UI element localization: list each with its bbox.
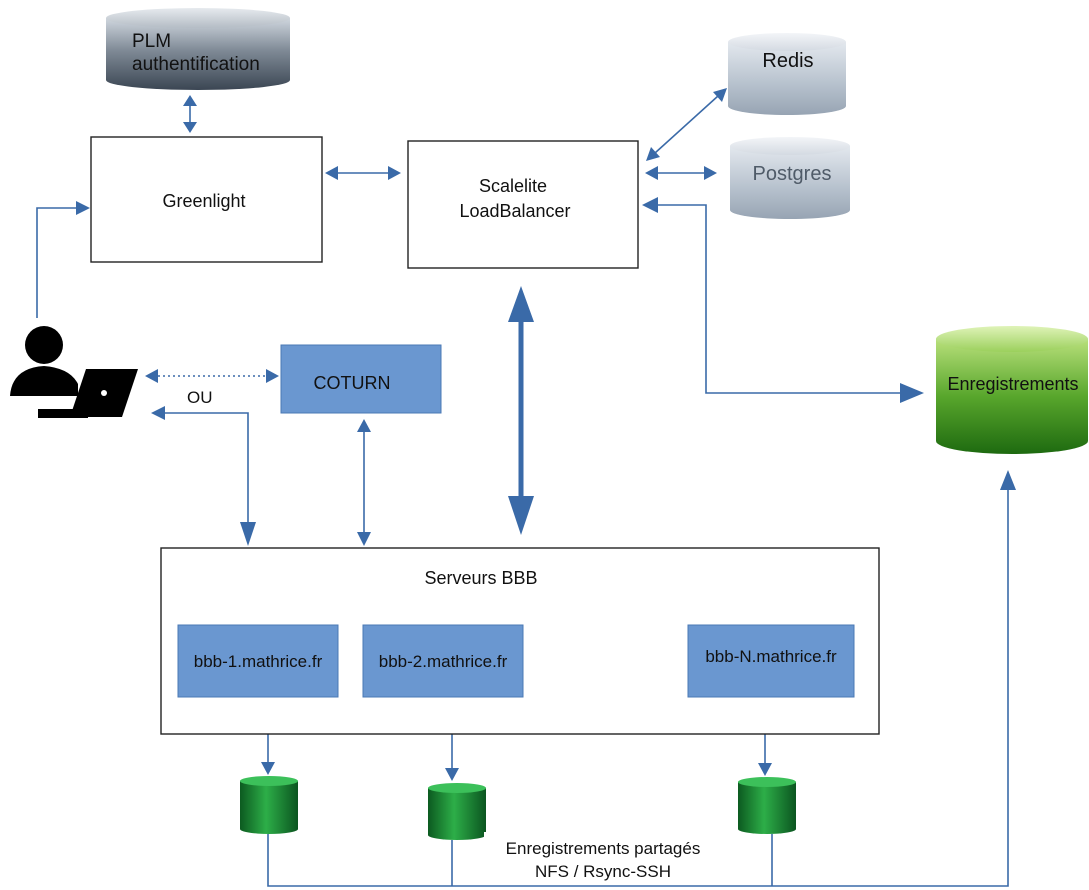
- redis-label: Redis: [762, 50, 813, 72]
- bbb-1-storage-icon: [240, 776, 298, 834]
- plm-greenlight-arrow: [183, 95, 197, 133]
- bbb-1-label: bbb-1.mathrice.fr: [194, 652, 323, 671]
- bbb-N-node: bbb-N.mathrice.fr: [687, 624, 855, 698]
- plm-label: PLM authentification: [132, 31, 260, 75]
- shared-storage-label-line1: Enregistrements partagés: [506, 839, 701, 858]
- scalelite-box: Scalelite LoadBalancer: [407, 140, 639, 269]
- scalelite-label-line1: Scalelite: [479, 176, 547, 196]
- serveurs-bbb-label: Serveurs BBB: [424, 568, 537, 588]
- postgres-database: Postgres: [730, 137, 850, 219]
- serveurs-bbb-group: Serveurs BBB bbb-1.mathrice.fr bbb-2.mat…: [160, 547, 880, 735]
- greenlight-box: Greenlight: [90, 136, 323, 263]
- plm-authentification-database: PLM authentification: [106, 8, 290, 90]
- postgres-label: Postgres: [753, 163, 832, 185]
- bbb-N-storage-icon: [738, 777, 796, 834]
- bbb-2-node: bbb-2.mathrice.fr: [362, 624, 524, 698]
- shared-storage-label-line2: NFS / Rsync-SSH: [535, 862, 671, 881]
- greenlight-label: Greenlight: [162, 191, 245, 211]
- greenlight-scalelite-arrow: [325, 166, 401, 180]
- bbb-1-node: bbb-1.mathrice.fr: [177, 624, 339, 698]
- shared-label-backdrop: [484, 832, 722, 882]
- coturn-serveurs-arrow: [357, 419, 371, 546]
- scalelite-label-line2: LoadBalancer: [459, 201, 570, 221]
- scalelite-postgres-arrow: [645, 166, 717, 180]
- user-greenlight-arrow: [36, 201, 90, 318]
- ou-label: OU: [187, 388, 213, 407]
- bbb-2-label: bbb-2.mathrice.fr: [379, 652, 508, 671]
- scalelite-redis-arrow: [646, 88, 727, 161]
- shared-storage-bus: [267, 470, 1016, 887]
- user-coturn-dotted-arrow: [145, 369, 279, 383]
- bbb-2-storage-icon: [428, 783, 486, 840]
- enregistrements-database: Enregistrements: [936, 326, 1088, 454]
- user-serveurs-arrow: [151, 406, 256, 546]
- bbb-N-label: bbb-N.mathrice.fr: [705, 647, 837, 666]
- scalelite-enregistrements-arrow: [642, 197, 924, 403]
- user-laptop-icon: [10, 326, 138, 418]
- plm-label-line2: authentification: [132, 54, 260, 75]
- coturn-label: COTURN: [314, 373, 391, 393]
- coturn-box: COTURN: [280, 344, 442, 414]
- scalelite-serveurs-thick-arrow: [508, 286, 534, 535]
- redis-database: Redis: [728, 33, 846, 115]
- enregistrements-label: Enregistrements: [947, 374, 1078, 394]
